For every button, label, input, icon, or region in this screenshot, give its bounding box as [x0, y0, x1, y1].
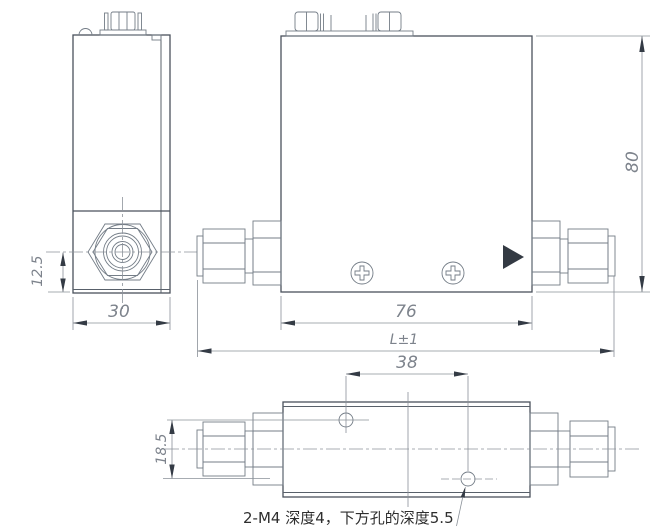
side-view: 12.5 30 — [30, 11, 197, 330]
phillips-screw-right — [441, 261, 465, 285]
dim-height: 80 — [536, 35, 650, 293]
inlet-fitting — [196, 220, 282, 286]
hole-note-text: 2-M4 深度4，下方孔的深度5.5 — [243, 509, 454, 527]
phillips-screw-left — [350, 261, 374, 285]
dim-label-body-width: 76 — [395, 302, 417, 322]
hole-note: 2-M4 深度4，下方孔的深度5.5 — [243, 486, 466, 527]
top-bump — [78, 28, 93, 36]
mount-hole-lower — [441, 376, 497, 487]
bottom-view: 38 18.5 2-M4 深度4，下方孔的深度5.5 — [154, 353, 640, 527]
dim-overall-length: L±1 — [197, 276, 615, 357]
mount-hole-upper — [167, 376, 369, 433]
connector-front — [285, 11, 414, 37]
connector-side — [99, 11, 147, 36]
dim-label-height: 80 — [623, 151, 643, 173]
bottom-body — [282, 401, 531, 498]
dim-label-hole-spacing-y: 18.5 — [154, 433, 170, 464]
dim-label-overall-length: L±1 — [390, 332, 418, 348]
dim-label-hole-spacing-x: 38 — [396, 353, 418, 373]
outlet-fitting — [531, 220, 616, 286]
dim-body-width: 76 — [280, 296, 533, 330]
flow-direction-arrow-icon — [503, 245, 524, 269]
dim-side-width: 30 — [72, 297, 171, 330]
dim-hole-spacing-x: 38 — [346, 353, 468, 377]
dim-label-side-width: 30 — [108, 302, 130, 322]
notch — [151, 34, 162, 41]
dim-label-port-offset: 12.5 — [30, 255, 46, 286]
dim-port-offset: 12.5 — [30, 252, 70, 293]
dim-hole-spacing-y: 18.5 — [154, 420, 270, 479]
front-view: 80 76 L±1 — [196, 11, 650, 357]
front-body — [280, 35, 533, 293]
